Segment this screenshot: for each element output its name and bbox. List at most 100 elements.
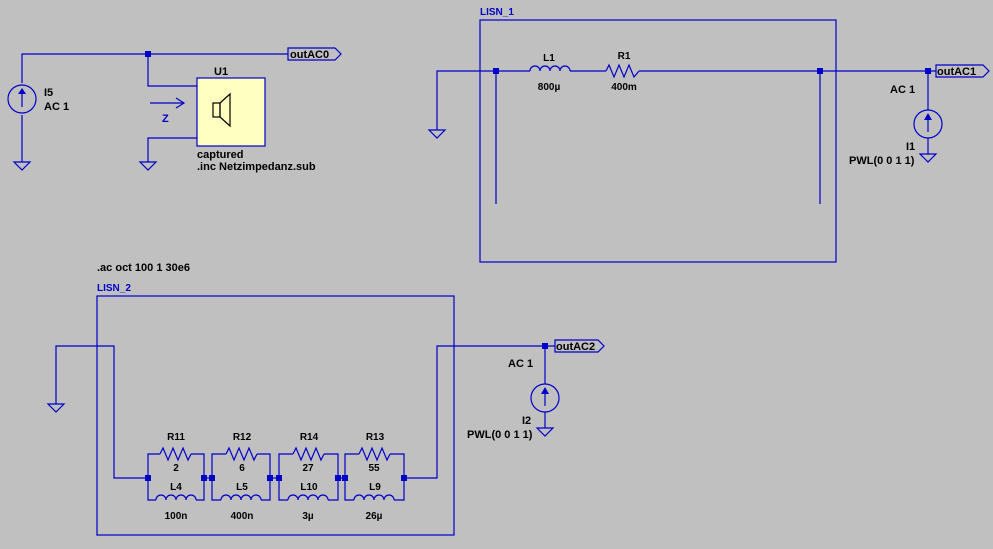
wire [390, 453, 405, 478]
inductor-l10-icon[interactable] [287, 494, 329, 501]
i5-name: I5 [44, 87, 53, 99]
wire [257, 453, 271, 478]
wire [21, 53, 288, 83]
r11-value: 2 [173, 463, 179, 474]
l10-value: 3µ [302, 511, 314, 522]
u1-name: U1 [214, 66, 228, 78]
wire [344, 453, 359, 478]
i5-circuit: I5 AC 1 [7, 53, 288, 171]
r12-name: R12 [233, 432, 252, 443]
resistor-r11-icon[interactable] [159, 446, 192, 462]
i1-ac-value: AC 1 [890, 84, 915, 96]
i2-name: I2 [522, 415, 531, 427]
wire [211, 453, 226, 478]
l4-name: L4 [170, 482, 182, 493]
i5-value: AC 1 [44, 101, 69, 113]
resistor-r14-icon[interactable] [292, 446, 325, 462]
arrowhead-icon [18, 88, 26, 94]
resistor-r13-icon[interactable] [358, 446, 391, 462]
junction-dot [817, 68, 823, 74]
spice-directive[interactable]: .ac oct 100 1 30e6 [97, 262, 190, 274]
net-flag-outac0[interactable]: outAC0 [287, 47, 342, 61]
wire [261, 478, 271, 501]
wire [328, 478, 339, 501]
l5-value: 400n [231, 511, 254, 522]
r1-name: R1 [618, 51, 631, 62]
ground-symbol-icon [918, 153, 938, 163]
lisn2-block[interactable]: LISN_2 R11 2 L4 100n R12 6 L5 400n [46, 283, 555, 536]
ground-symbol-icon [46, 403, 66, 413]
u1-line2: .inc Netzimpedanz.sub [197, 161, 316, 173]
junction-dot [493, 68, 499, 74]
inductor-l5-icon[interactable] [220, 494, 262, 501]
net-label-outac2: outAC2 [556, 341, 595, 353]
net-flag-shape [935, 64, 990, 78]
wire [191, 453, 205, 478]
resistor-r12-icon[interactable] [225, 446, 258, 462]
i2-source[interactable]: AC 1 I2 PWL(0 0 1 1) [467, 346, 560, 441]
wire [55, 345, 148, 479]
ground-symbol-icon [12, 161, 32, 171]
i2-ac-value: AC 1 [508, 358, 533, 370]
i1-value: PWL(0 0 1 1) [849, 155, 915, 167]
arrowhead-icon [924, 113, 932, 120]
wire [211, 478, 221, 501]
inductor-l4-icon[interactable] [155, 494, 197, 501]
net-flag-shape [554, 339, 605, 353]
wire [147, 453, 160, 478]
u1-port-label: Z [162, 113, 169, 125]
inductor-l1-icon[interactable] [529, 65, 571, 72]
net-flag-outac2[interactable]: outAC2 [554, 339, 605, 353]
r13-value: 55 [368, 463, 380, 474]
resistor-r1-icon[interactable] [605, 63, 640, 79]
net-label-outac1: outAC1 [937, 66, 976, 78]
wire [324, 453, 339, 478]
speaker-cone-icon [219, 92, 231, 128]
wire [278, 478, 288, 501]
l9-name: L9 [369, 482, 381, 493]
current-source-icon [7, 84, 37, 114]
r14-value: 27 [302, 463, 314, 474]
junction-dot [145, 475, 151, 481]
ground-symbol-icon [535, 427, 555, 437]
r11-name: R11 [167, 432, 185, 443]
u1-component[interactable]: Z U1 captured .inc Netzimpedanz.sub [138, 51, 316, 173]
i1-name: I1 [906, 141, 915, 153]
wire [344, 478, 354, 501]
r14-name: R14 [300, 432, 319, 443]
u1-body[interactable] [196, 77, 266, 147]
wire [196, 478, 205, 501]
i1-source[interactable]: AC 1 I1 PWL(0 0 1 1) [849, 71, 943, 167]
lisn1-title: LISN_1 [480, 7, 514, 18]
wire [147, 478, 156, 501]
l1-name: L1 [543, 53, 555, 64]
lisn2-title: LISN_2 [97, 283, 131, 294]
junction-dot [342, 475, 348, 481]
arrowhead-icon [541, 387, 549, 394]
lisn1-boundary [479, 19, 837, 263]
r12-value: 6 [239, 463, 245, 474]
r1-value: 400m [611, 82, 637, 93]
wire [147, 137, 197, 162]
r13-name: R13 [366, 432, 385, 443]
l10-name: L10 [300, 482, 318, 493]
lisn2-boundary [96, 295, 455, 536]
net-flag-outac1[interactable]: outAC1 [935, 64, 990, 78]
l5-name: L5 [236, 482, 248, 493]
ground-symbol-icon [138, 161, 158, 171]
lisn1-block[interactable]: LISN_1 L1 800µ R1 400m [427, 7, 936, 263]
net-flag-shape [287, 47, 342, 61]
net-label-outac0: outAC0 [290, 49, 329, 61]
wire [394, 478, 405, 501]
wire [147, 54, 197, 87]
l9-value: 26µ [366, 511, 383, 522]
arrowhead-icon [175, 97, 186, 109]
inductor-l9-icon[interactable] [353, 494, 395, 501]
wire [436, 70, 530, 130]
l1-value: 800µ [538, 82, 561, 93]
junction-dot [209, 475, 215, 481]
junction-dot [276, 475, 282, 481]
wire [404, 345, 555, 479]
l4-value: 100n [165, 511, 188, 522]
